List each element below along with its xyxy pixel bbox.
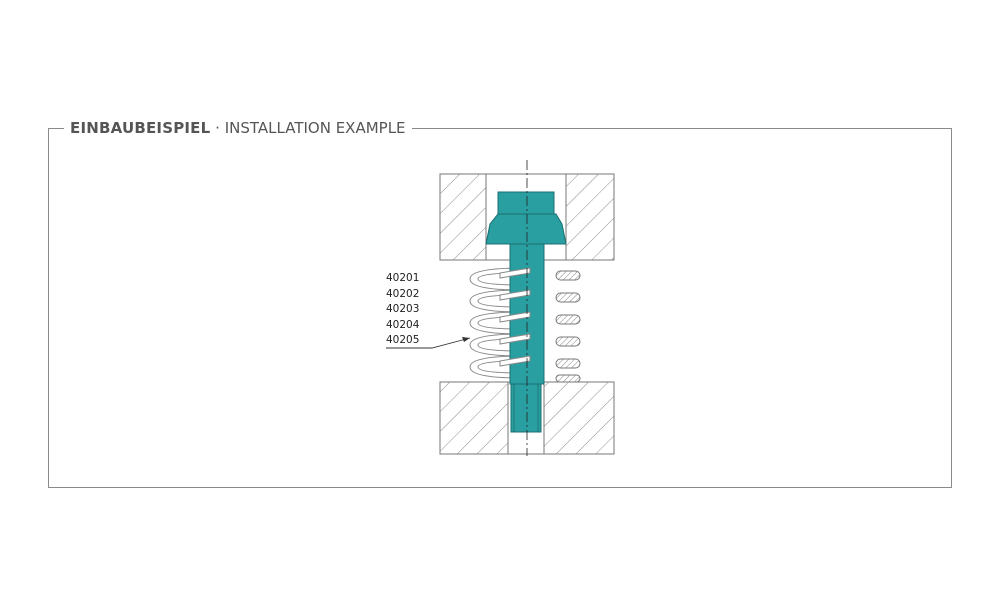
title-separator: ·	[215, 119, 220, 137]
spring-left-coils	[469, 267, 523, 379]
part-number: 40203	[386, 303, 420, 315]
section-title: EINBAUBEISPIEL · INSTALLATION EXAMPLE	[64, 119, 412, 137]
leader-line	[386, 337, 471, 349]
part-number: 40201	[386, 272, 420, 284]
spring-front-segments	[499, 267, 531, 367]
installation-example-frame	[48, 128, 952, 488]
part-number: 40202	[386, 287, 420, 300]
part-number-list: 40201 40202 40203 40204 40205	[386, 271, 419, 349]
spring-right-sections	[555, 270, 581, 383]
title-english: INSTALLATION EXAMPLE	[224, 119, 406, 137]
part-number: 40205	[386, 334, 420, 346]
part-number: 40204	[386, 318, 420, 331]
title-german: EINBAUBEISPIEL	[70, 119, 211, 137]
